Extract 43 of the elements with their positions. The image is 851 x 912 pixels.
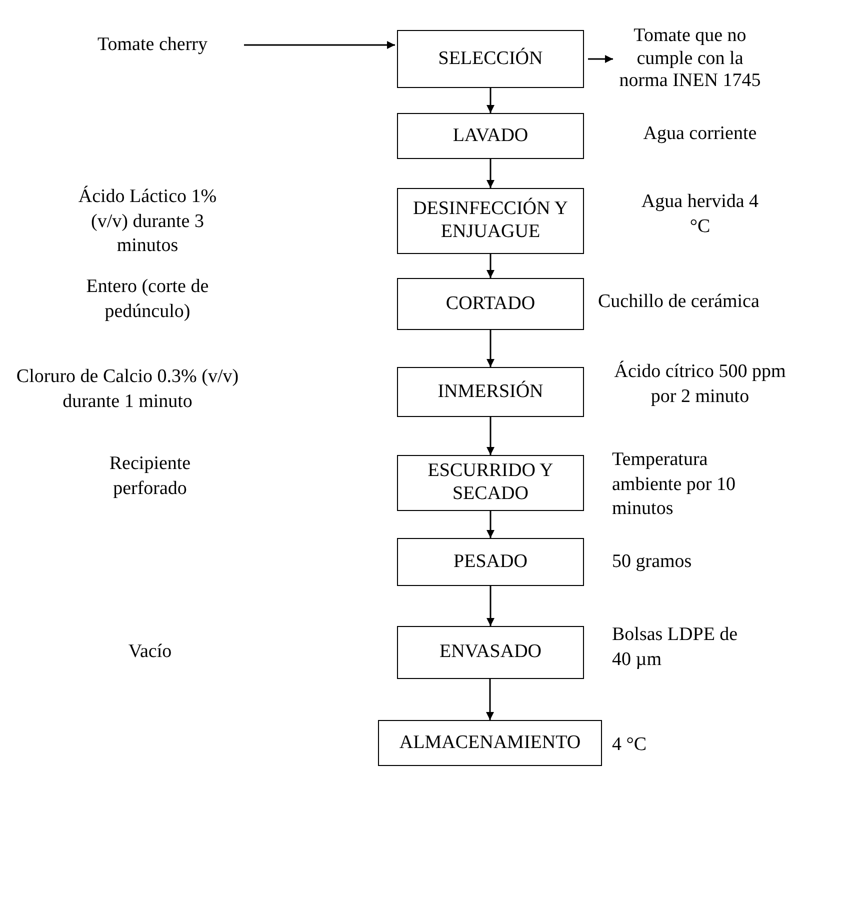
process-box [397,188,584,254]
step-condition-note: Entero (corte de pedúnculo) [85,275,210,324]
step-label: DESINFECCIÓN Y ENJUAGUE [412,198,569,244]
process-box [397,367,584,417]
step-condition-note: 4 °C [612,733,648,757]
arrow [486,511,494,538]
step-label: LAVADO [452,124,528,148]
process-box [397,113,584,159]
process-box [397,538,584,586]
step-condition-note: Vacío [127,640,173,664]
step-label: ESCURRIDO Y SECADO [426,460,554,506]
arrow [486,417,494,455]
process-box [397,278,584,330]
step-label: ALMACENAMIENTO [399,732,581,754]
arrow [486,330,494,367]
step-condition-note: Agua hervida 4 °C [640,190,760,239]
step-label: CORTADO [446,292,536,316]
process-box [397,455,584,511]
step-label: ENVASADO [439,641,542,664]
process-box [397,30,584,88]
process-box [397,626,584,679]
arrow [486,679,494,720]
input-output-text: Tomate que no cumple con la norma INEN 1745 [615,0,765,118]
step-condition-note: Ácido Láctico 1% (v/v) durante 3 minutos [77,185,218,258]
step-condition-note: Ácido cítrico 500 ppm por 2 minuto [613,360,787,409]
arrow [486,586,494,626]
step-label: INMERSIÓN [438,380,544,404]
input-output-text: Tomate cherry [65,28,240,62]
arrow [486,88,494,113]
step-label: PESADO [454,550,528,574]
arrow [244,41,395,49]
step-condition-note: Temperatura ambiente por 10 minutos [612,448,736,522]
process-box [378,720,602,766]
arrow [588,55,613,63]
step-label: SELECCIÓN [438,48,543,70]
arrow [486,254,494,278]
arrow [486,159,494,188]
step-condition-note: Bolsas LDPE de 40 µm [612,623,739,672]
step-condition-note: Agua corriente [642,122,758,146]
step-condition-note: 50 gramos [612,550,693,574]
step-condition-note: Cuchillo de cerámica [598,290,760,314]
step-condition-note: Cloruro de Calcio 0.3% (v/v) durante 1 minuto [15,365,240,414]
step-condition-note: Recipiente perforado [108,452,192,501]
